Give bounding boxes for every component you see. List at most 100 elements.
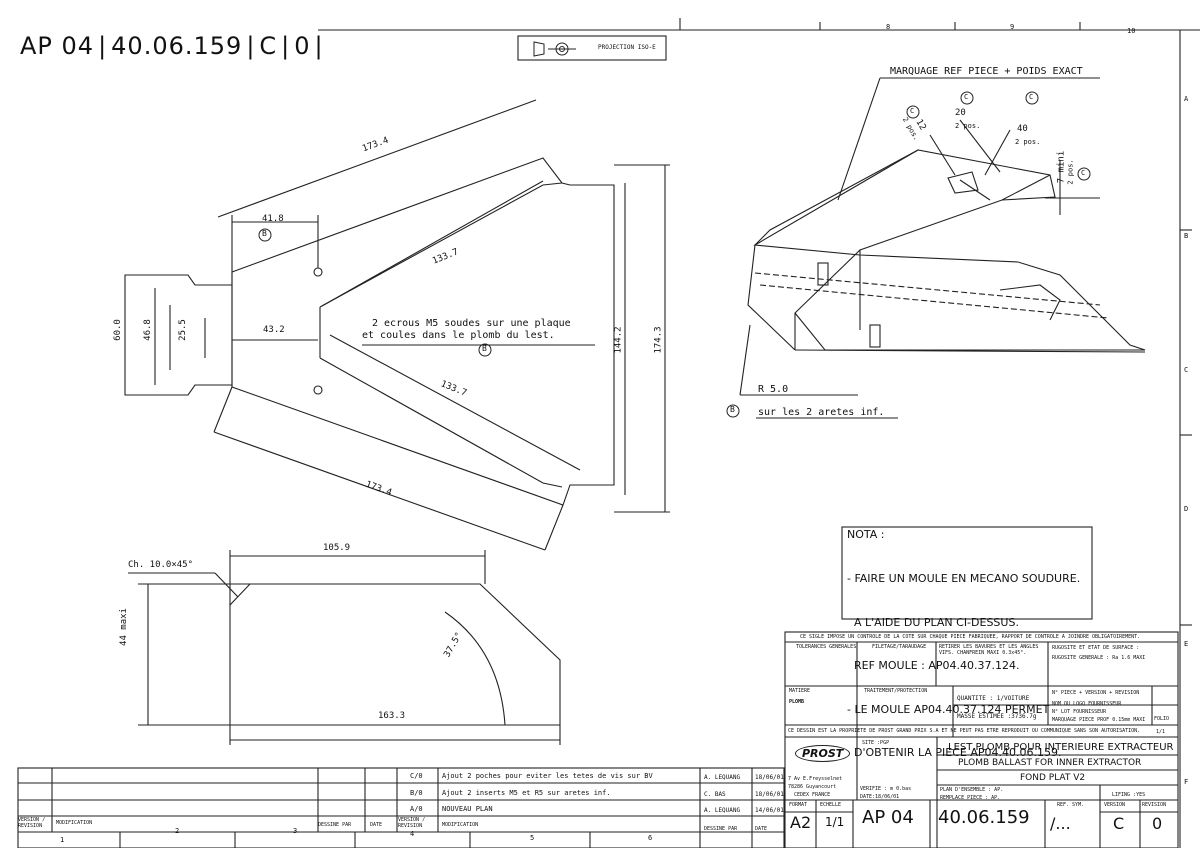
- marker-b-2: B: [482, 344, 487, 353]
- rev-text-a: NOUVEAU PLAN: [442, 805, 493, 813]
- col-2: 2: [175, 827, 180, 835]
- plan-ensemble: PLAN D'ENSEMBLE : AP.: [940, 787, 1004, 793]
- bavures: RETIRER LES BAVURES ET LES ANGLES VIFS. …: [939, 644, 1039, 656]
- rev-header-version: VERSION / REVISION: [18, 817, 46, 829]
- matiere-label: MATIERE: [789, 688, 811, 694]
- subtitle: FOND PLAT V2: [1020, 773, 1086, 783]
- row-a: A: [1184, 95, 1189, 103]
- masse: MASSE ESTIMEE :3736.7g: [957, 713, 1037, 720]
- rev-code-a: A/0: [410, 805, 423, 813]
- col-9: 9: [1010, 23, 1015, 31]
- version-value: C: [1113, 814, 1125, 833]
- revision-value: 0: [1152, 814, 1163, 833]
- rev-date-a: 14/06/01: [755, 807, 784, 814]
- nota-lines: - FAIRE UN MOULE EN MECANO SOUDURE. A L'…: [847, 543, 1080, 775]
- c-marker-2: C: [964, 93, 969, 101]
- control-note: CE SIGLE IMPOSE UN CONTROLE DE LA COTE S…: [800, 634, 1141, 640]
- ref-sym: /...: [1050, 814, 1071, 833]
- rev-header-modification-2: MODIFICATION: [442, 822, 479, 828]
- marker-b-1: B: [262, 229, 267, 238]
- dim-43: 43.2: [263, 325, 285, 335]
- ref-sym-label: REF. SYM.: [1057, 802, 1085, 808]
- rev-text-c: Ajout 2 poches pour eviter les tetes de …: [442, 772, 653, 780]
- c-marker-3: C: [1029, 93, 1034, 101]
- col-10: 10: [1127, 27, 1136, 35]
- verifie: VERIFIE : m 0.bas: [860, 786, 912, 792]
- header-ref: AP 04|40.06.159|C|0|: [20, 32, 324, 60]
- row-f: F: [1184, 778, 1189, 786]
- address-3: CEDEX FRANCE: [794, 792, 831, 798]
- traitement: TRAITEMENT/PROTECTION: [864, 688, 928, 694]
- propriete: CE DESSIN EST LA PROPRIETE DE PROST GRAN…: [788, 728, 1141, 734]
- col-3: 3: [293, 827, 298, 835]
- company-logo: PROST: [795, 745, 851, 762]
- title-en: PLOMB BALLAST FOR INNER EXTRACTOR: [958, 758, 1142, 768]
- folio-value: 1/1: [1156, 729, 1166, 735]
- rev-text-b: Ajout 2 inserts M5 et R5 sur aretes inf.: [442, 789, 611, 797]
- lot: N° LOT FOURNISSEUR: [1052, 709, 1107, 715]
- revision-label: REVISION: [1142, 802, 1167, 808]
- marquage-label: MARQUAGE REF PIECE + POIDS EXACT: [890, 66, 1083, 77]
- site: SITE :PGP: [862, 740, 890, 746]
- echelle-value: 1/1: [825, 815, 845, 829]
- radius-label: R 5.0: [758, 384, 789, 395]
- piece-version: N° PIECE + VERSION + REVISION: [1052, 690, 1140, 696]
- chamfer-label: Ch. 10.0×45°: [128, 560, 194, 570]
- row-b: B: [1184, 232, 1189, 240]
- header-ref-number: 40.06.159: [111, 32, 243, 60]
- dim-44: 44 maxi: [118, 608, 129, 646]
- pos-20: 2 pos.: [955, 122, 981, 130]
- marker-b-3: B: [730, 405, 735, 414]
- col-1: 1: [60, 836, 65, 844]
- pos-7: 2 pos.: [1066, 159, 1075, 185]
- dim-25: 25.5: [177, 319, 188, 341]
- nota-line: REF MOULE : AP04.40.37.124.: [847, 659, 1020, 672]
- dim-20: 20: [955, 108, 966, 118]
- pos-40: 2 pos.: [1015, 138, 1041, 146]
- rev-by-c: A. LEQUANG: [704, 774, 741, 781]
- header-ref-prefix: AP 04: [20, 32, 95, 60]
- nota-line: - FAIRE UN MOULE EN MECANO SOUDURE.: [847, 572, 1081, 585]
- nota-line: D'OBTENIR LA PIECE AP04.40.06.159.: [847, 746, 1062, 759]
- rev-by-b: C. BAS: [704, 791, 726, 798]
- rugosite: RUGOSITE ET ETAT DE SURFACE :: [1052, 645, 1140, 651]
- marquage-piece: MARQUAGE PIECE PROF 0.15mm MAXI: [1052, 717, 1146, 723]
- dim-41-8: 41.8: [262, 214, 284, 224]
- rugosite-val: RUGOSITE GENERALE : Ra 1.6 MAXI: [1052, 655, 1146, 661]
- date: DATE:18/06/01: [860, 794, 900, 800]
- row-c: C: [1184, 366, 1189, 374]
- title-fr: LEST PLOMB POUR INTERIEURE EXTRACTEUR: [948, 742, 1174, 753]
- row-d: D: [1184, 505, 1189, 513]
- rev-header-version-2: VERSION / REVISION: [398, 817, 426, 829]
- rev-code-c: C/0: [410, 772, 423, 780]
- row-e: E: [1184, 640, 1189, 648]
- dim-7mini: 7 mini: [1056, 150, 1067, 184]
- filetage: FILETAGE/TARAUDAGE: [872, 644, 927, 650]
- rev-header-date-2: DATE: [755, 826, 768, 832]
- header-ref-version: C: [259, 32, 278, 60]
- col-6: 6: [648, 834, 653, 842]
- dim-174: 174.3: [653, 326, 664, 354]
- dim-40: 40: [1017, 124, 1028, 134]
- col-4: 4: [410, 830, 415, 838]
- version-label: VERSION: [1104, 802, 1126, 808]
- radius-note: sur les 2 aretes inf.: [758, 407, 885, 418]
- nota-line: - LE MOULE AP04.40.37.124 PERMET: [847, 702, 1050, 716]
- rev-header-dessine: DESSINE PAR: [318, 822, 352, 828]
- quantite: QUANTITE : 1/VOITURE: [957, 695, 1030, 702]
- projection-label: PROJECTION ISO-E: [598, 44, 656, 51]
- format-value: A2: [790, 813, 812, 832]
- tb-ref-number: 40.06.159: [938, 807, 1030, 828]
- rev-header-date: DATE: [370, 822, 383, 828]
- dim-60: 60.0: [112, 319, 123, 341]
- rev-date-c: 18/06/01: [755, 774, 784, 781]
- col-5: 5: [530, 834, 535, 842]
- address-2: 78286 Guyancourt: [788, 784, 837, 790]
- dim-46: 46.8: [142, 319, 153, 341]
- echelle-label: ECHELLE: [820, 802, 842, 808]
- folio-label: FOLIO: [1154, 716, 1170, 722]
- address-1: 7 Av E.Freysselnet: [788, 776, 843, 782]
- tb-ref-prefix: AP 04: [862, 807, 914, 828]
- header-ref-revision: 0: [294, 32, 311, 60]
